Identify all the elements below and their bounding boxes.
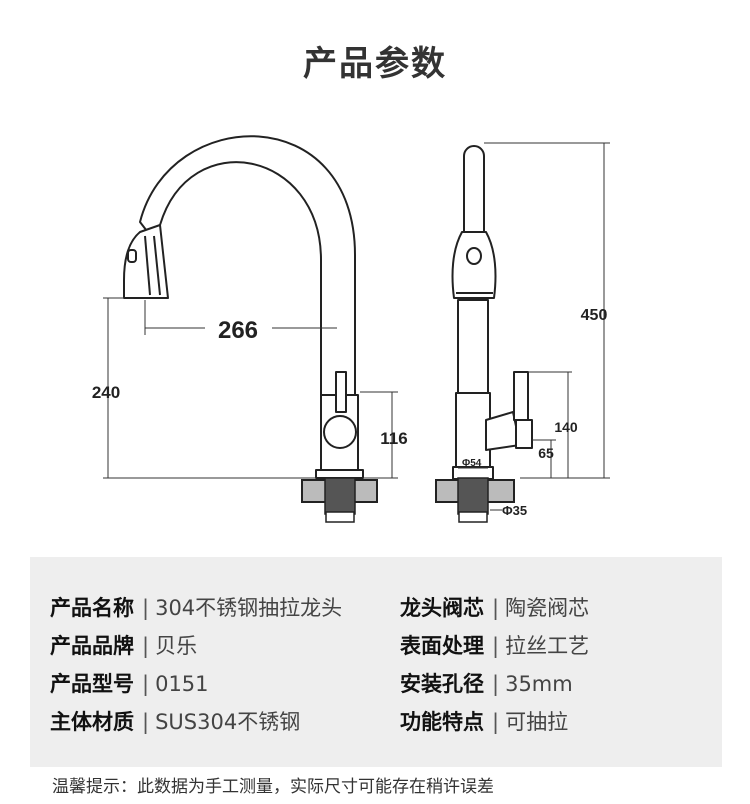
side-dimension-lines [458,142,610,511]
countertop-side [435,477,515,523]
dim-base-height: 65 [538,445,554,461]
dim-body-height: 116 [380,429,407,448]
spec-row-product-name: 产品名称|304不锈钢抽拉龙头 [50,596,343,620]
spec-row-surface: 表面处理|拉丝工艺 [400,634,590,658]
dim-total-height: 450 [581,307,608,324]
spec-row-features: 功能特点|可抽拉 [400,710,569,734]
dim-handle-height: 140 [554,419,578,435]
spec-row-valve: 龙头阀芯|陶瓷阀芯 [400,596,590,620]
spec-table: 产品名称|304不锈钢抽拉龙头 产品品牌|贝乐 产品型号|0151 主体材质|S… [30,557,722,767]
spec-row-hole-size: 安装孔径|35mm [400,672,573,696]
measurement-note: 温馨提示：此数据为手工测量，实际尺寸可能存在稍许误差 [52,777,494,797]
spec-row-material: 主体材质|SUS304不锈钢 [50,710,301,734]
dim-hole-diameter: Φ35 [502,503,527,518]
front-dimension-lines [103,297,398,479]
faucet-front-view [123,135,364,479]
dim-reach: 266 [218,317,258,344]
faucet-side-view [451,145,533,480]
dim-base-diameter: Φ54 [462,458,482,469]
spec-row-model: 产品型号|0151 [50,672,209,696]
countertop-front [301,477,378,523]
dim-spout-height: 240 [92,383,120,402]
page-title: 产品参数 [303,44,447,84]
spec-row-brand: 产品品牌|贝乐 [50,634,198,658]
faucet-dimension-drawing: 266 240 116 450 140 65 Φ54 [92,135,610,523]
